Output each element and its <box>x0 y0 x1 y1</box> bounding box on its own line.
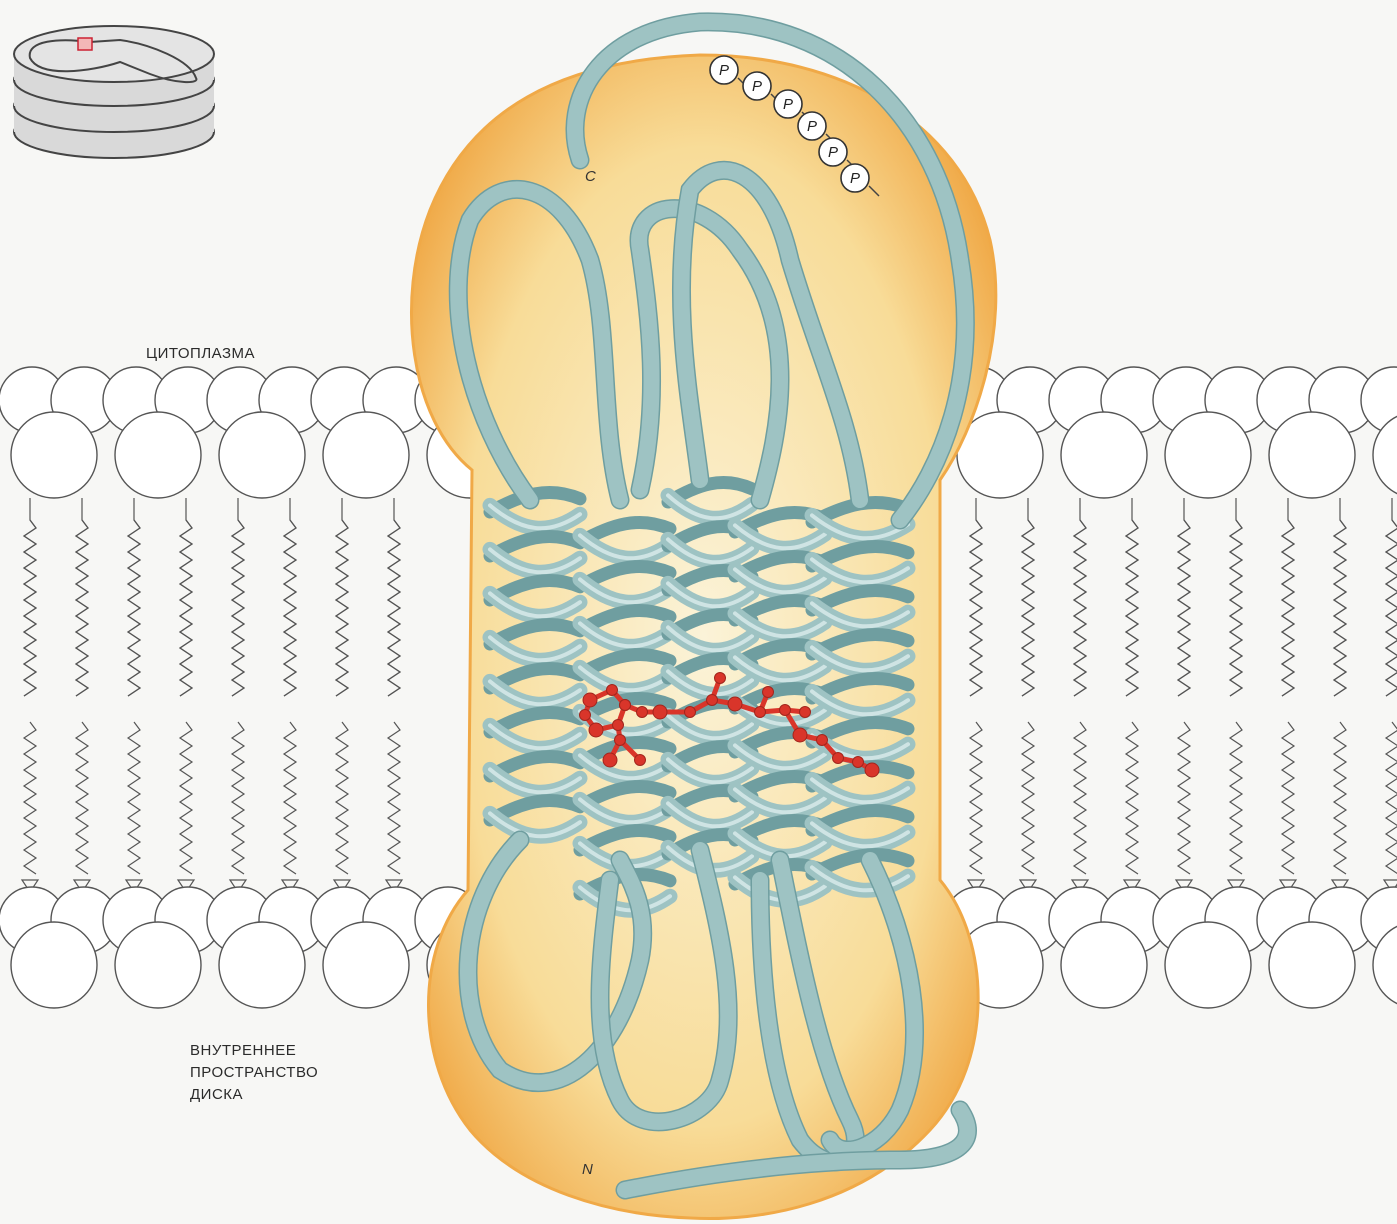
phosphate-label: P <box>719 62 729 79</box>
cytoplasm-label: ЦИТОПЛАЗМА <box>146 343 255 365</box>
phosphate-label: P <box>807 118 817 135</box>
disc-interior-line-1: ВНУТРЕННЕЕ <box>190 1040 318 1062</box>
disc-stack-icon <box>14 26 214 158</box>
disc-interior-line-3: ДИСКА <box>190 1084 318 1106</box>
disc-interior-line-2: ПРОСТРАНСТВО <box>190 1062 318 1084</box>
disc-interior-label: ВНУТРЕННЕЕ ПРОСТРАНСТВО ДИСКА <box>190 1040 318 1106</box>
n-terminus-label: N <box>582 1161 593 1178</box>
c-terminus-label: C <box>585 168 596 185</box>
phosphate-label: P <box>850 170 860 187</box>
lipid-bilayer-right <box>945 367 1397 1008</box>
phosphate-label: P <box>828 144 838 161</box>
phosphate-label: P <box>783 96 793 113</box>
lipid-bilayer-left <box>0 367 513 1008</box>
phosphate-label: P <box>752 78 762 95</box>
